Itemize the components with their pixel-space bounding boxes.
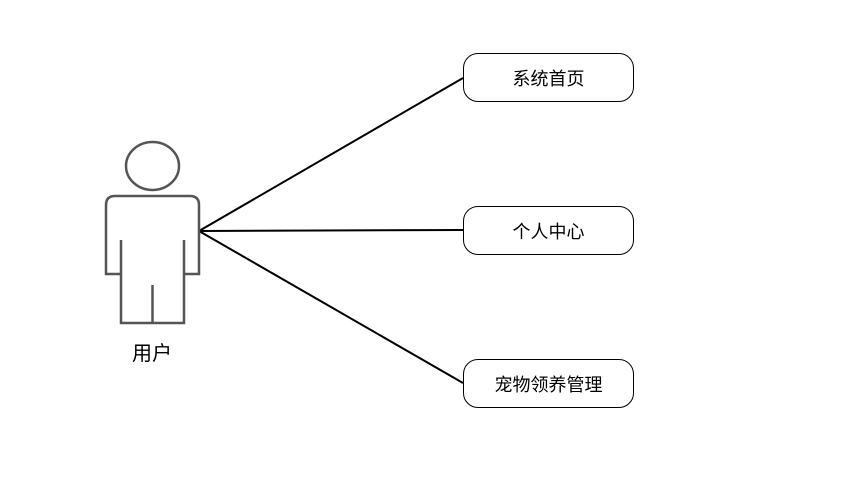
- actor-figure-icon: [104, 140, 201, 325]
- use-case-pet-adoption[interactable]: 宠物领养管理: [463, 359, 634, 408]
- actor-label: 用户: [132, 341, 172, 365]
- association-line-home: [198, 77, 464, 232]
- association-line-profile: [198, 229, 464, 232]
- association-line-adoption: [198, 230, 464, 384]
- use-case-home[interactable]: 系统首页: [463, 53, 634, 102]
- actor-head: [124, 140, 181, 192]
- actor-body: [104, 194, 201, 325]
- use-case-profile[interactable]: 个人中心: [463, 206, 634, 255]
